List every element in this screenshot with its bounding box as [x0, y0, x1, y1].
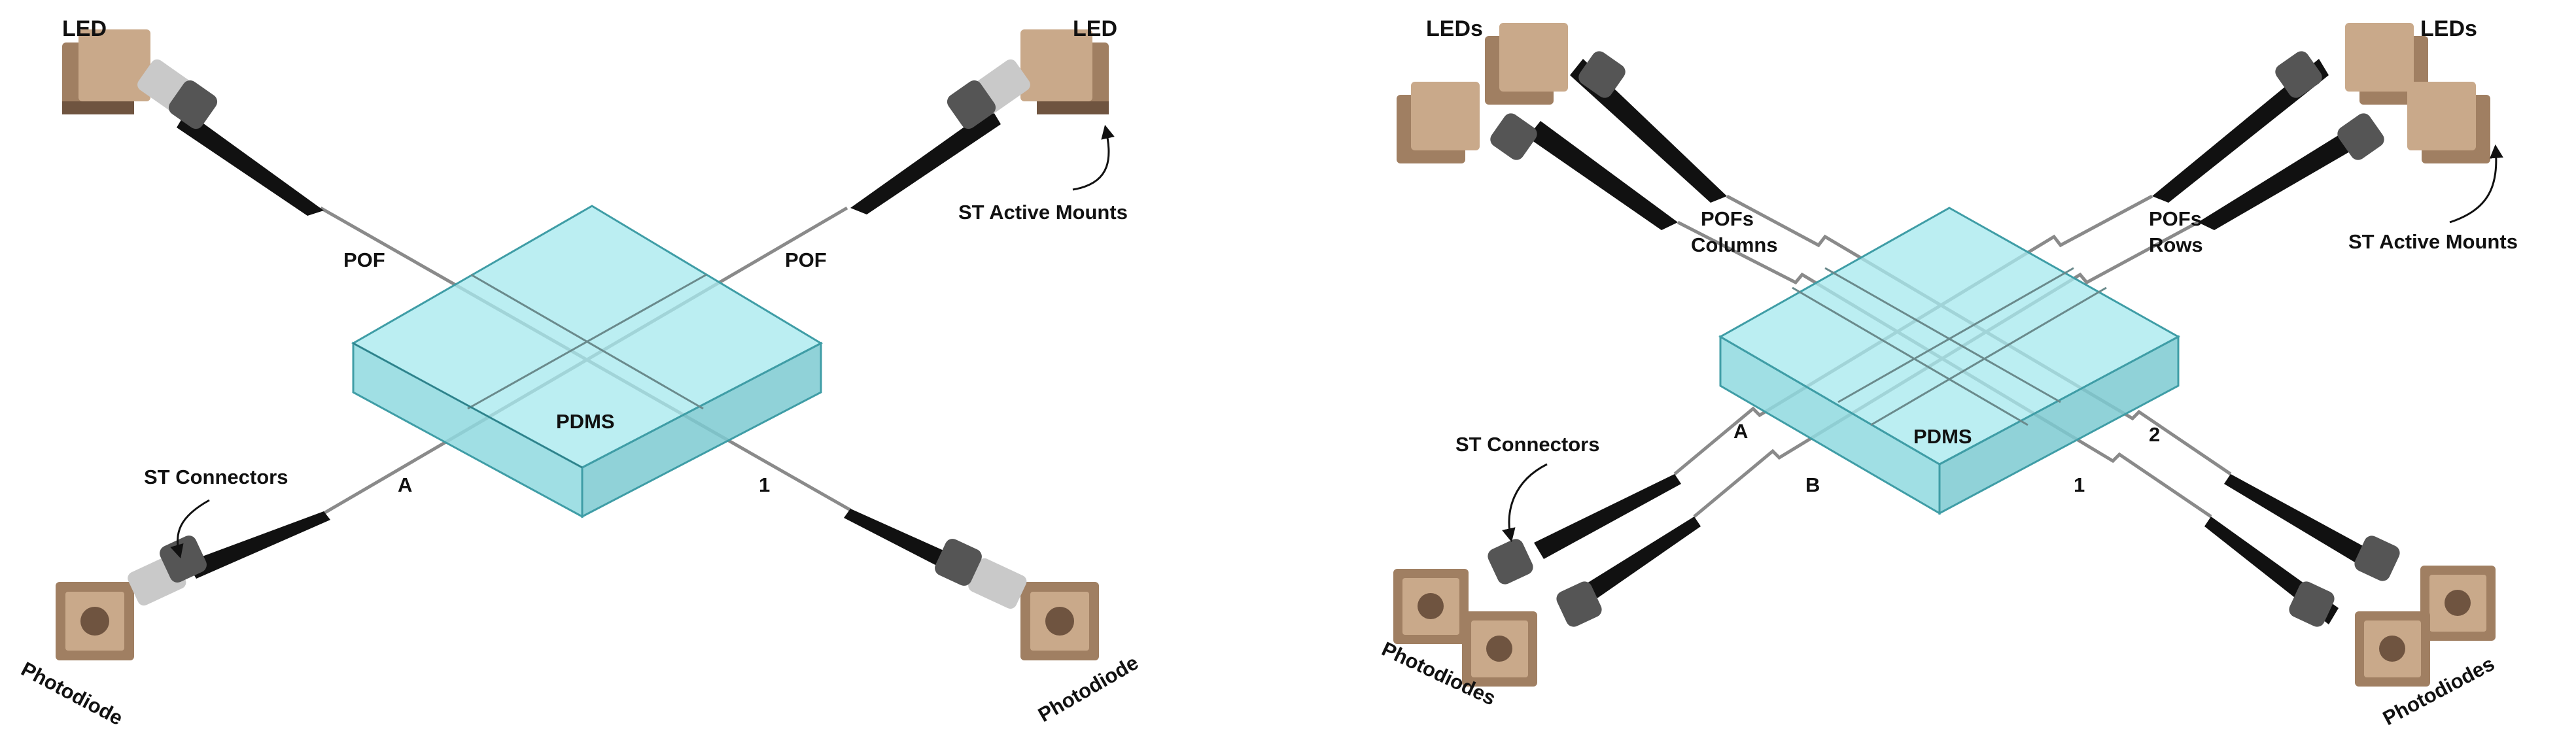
connector-barrel	[968, 558, 1027, 609]
photodiode-mount-left-front	[1462, 581, 1602, 687]
cable-photodiode-left-2	[1573, 517, 1701, 608]
label-fiber-right: POF	[785, 248, 827, 271]
arrow-st-active-mounts	[1072, 124, 1115, 191]
connector-knurl	[168, 80, 218, 129]
right-pdms-slab	[1718, 207, 2181, 515]
cable-led-right-2	[2198, 121, 2375, 230]
label-leds-right: LEDs	[2420, 16, 2477, 41]
label-port-a-left: A	[398, 473, 412, 496]
slab-fiber-column-1	[1824, 267, 2061, 403]
label-leds-left: LEDs	[1426, 16, 1483, 41]
connector-knurl	[2354, 536, 2400, 581]
cable-led-right-1	[2152, 59, 2329, 203]
photodiode-mount-left-back	[1393, 539, 1533, 644]
label-pofs-rows-line2: Rows	[2149, 233, 2203, 256]
cable-led-top-left	[177, 111, 324, 216]
photodiode-mounts-right-pair	[2289, 536, 2496, 687]
cable-photodiode-left-1	[1534, 474, 1681, 559]
label-st-connectors-right: ST Connectors	[1455, 433, 1599, 456]
connector-knurl	[2337, 113, 2384, 160]
label-pdms-right: PDMS	[1913, 425, 1972, 448]
photodiode-window	[1045, 607, 1074, 636]
label-port-1-left: 1	[759, 473, 770, 496]
photodiode-window	[2445, 590, 2471, 616]
led-mounts-left-pair	[1397, 23, 1626, 163]
slab-fiber-row-1	[1837, 267, 2074, 403]
label-pofs-columns-line1: POFs	[1701, 207, 1754, 230]
slab-fiber-b	[467, 273, 707, 410]
mount-dark-edge	[62, 101, 134, 114]
label-photodiode-left: Photodiode	[18, 657, 127, 730]
label-port-b-right: B	[1805, 473, 1820, 496]
mount-face	[2407, 82, 2476, 150]
label-led-top-right: LED	[1073, 16, 1117, 41]
cable-photodiode-left	[186, 511, 330, 579]
label-st-active-mounts-right: ST Active Mounts	[2348, 230, 2518, 253]
label-port-1-right: 1	[2074, 473, 2085, 496]
arrow-st-active-mounts-right	[2449, 144, 2503, 224]
connector-knurl	[947, 80, 996, 129]
left-pdms-slab	[351, 205, 824, 518]
right-panel: LEDs LEDs POFs Columns POFs Rows ST Acti…	[1378, 16, 2518, 730]
connector-knurl	[935, 539, 982, 586]
slab-top-face	[1718, 207, 2181, 466]
led-mount-left-front	[1397, 82, 1537, 163]
led-mount-right-front	[2337, 82, 2490, 163]
connector-knurl	[2289, 581, 2335, 627]
mount-face	[1411, 82, 1480, 150]
photodiode-window	[1486, 636, 1512, 662]
label-port-2-right: 2	[2149, 423, 2160, 446]
photodiode-mounts-left-pair	[1393, 539, 1602, 687]
label-st-active-mounts-left: ST Active Mounts	[958, 201, 1128, 224]
led-mount-top-left	[62, 29, 218, 129]
photodiode-mount-right-back	[2354, 536, 2496, 641]
arrow-st-connectors-right	[1502, 463, 1548, 543]
label-pdms-left: PDMS	[556, 410, 615, 433]
mount-dark-edge	[1037, 101, 1109, 114]
cable-led-top-right	[850, 108, 1001, 214]
slab-fiber-row-2	[1870, 286, 2107, 426]
label-pofs-columns-line2: Columns	[1691, 233, 1778, 256]
mount-face	[1020, 29, 1092, 101]
photodiode-window	[80, 607, 109, 636]
photodiode-mount-right-front	[2289, 581, 2430, 687]
connector-knurl	[1556, 581, 1602, 627]
photodiode-mount-bottom-left	[56, 536, 207, 660]
cable-photodiode-right-1	[2224, 474, 2381, 572]
label-port-a-right: A	[1733, 420, 1748, 443]
mount-face	[2345, 23, 2414, 92]
led-mount-top-right	[947, 29, 1109, 129]
mount-face	[78, 29, 150, 101]
connector-knurl	[1490, 113, 1537, 160]
led-mount-left-back	[1485, 23, 1626, 105]
label-fiber-left: POF	[343, 248, 385, 271]
connector-knurl	[1578, 51, 1626, 98]
label-photodiode-right: Photodiode	[1034, 651, 1142, 727]
led-mount-right-back	[2275, 23, 2428, 105]
left-panel: LED LED POF POF ST Active Mounts PDMS A …	[18, 16, 1142, 730]
photodiode-mount-bottom-right	[935, 539, 1099, 660]
slab-fiber-column-2	[1792, 286, 2028, 426]
arrow-st-connectors	[170, 499, 210, 559]
label-pofs-rows-line1: POFs	[2149, 207, 2202, 230]
label-led-top-left: LED	[62, 16, 107, 41]
photodiode-window	[2379, 636, 2405, 662]
slab-edge-highlight	[353, 343, 583, 468]
cable-led-left-2	[1527, 121, 1678, 230]
led-mounts-right-pair	[2275, 23, 2490, 163]
mount-face	[1499, 23, 1568, 92]
photodiode-window	[1418, 593, 1444, 619]
label-st-connectors-left: ST Connectors	[144, 466, 288, 488]
connector-knurl	[2275, 51, 2322, 98]
connector-knurl	[1488, 539, 1533, 585]
